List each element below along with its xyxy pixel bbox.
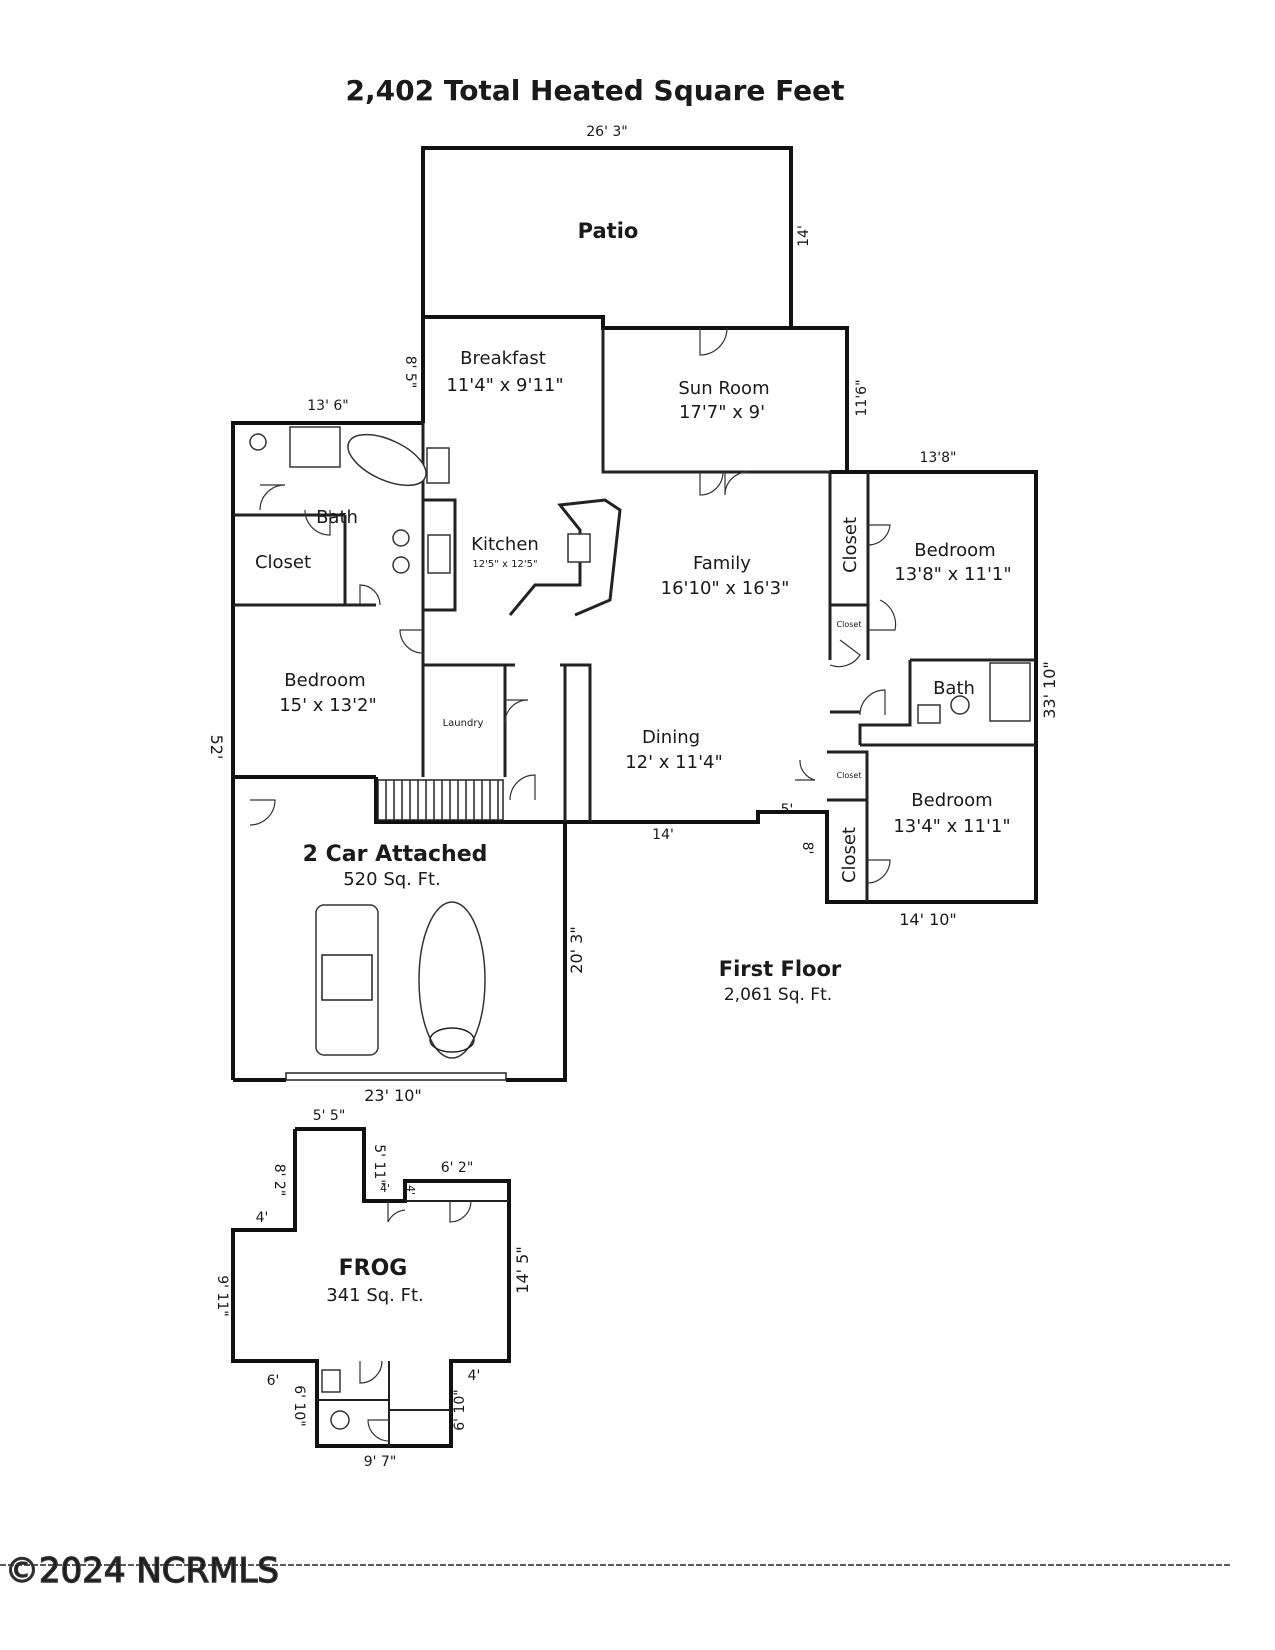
dim-jog-depth: 8' [799, 842, 815, 855]
garage-door [285, 1072, 507, 1081]
dim-breakfast-side: 8' 5" [402, 356, 418, 389]
closet-ne-label: Closet [840, 517, 861, 573]
kitchen-sink [567, 533, 591, 563]
shower [289, 426, 341, 468]
kitchen-size: 12'5" x 12'5" [472, 559, 537, 570]
dim-jog-width: 5' [781, 802, 794, 818]
car-left-icon [315, 904, 379, 1056]
dim-frog-top: 5' 5" [313, 1108, 346, 1124]
closet-se-label: Closet [839, 827, 860, 883]
frog-label: FROG [339, 1256, 408, 1281]
sink-master-2 [392, 556, 410, 574]
dim-frog-step-1: 8' 2" [271, 1164, 287, 1197]
sunroom-label: Sun Room [678, 378, 769, 399]
toilet-master [249, 433, 267, 451]
dim-sunroom-side: 11'6" [854, 379, 870, 416]
dim-bath-width: 13' 6" [307, 398, 348, 414]
dim-frog-right: 14' 5" [513, 1246, 532, 1293]
first-floor-label: First Floor [719, 957, 842, 981]
dim-frog-left-step: 4' [256, 1210, 269, 1226]
dim-frog-bottom-left: 6' [267, 1373, 280, 1389]
fixtures [249, 426, 1031, 724]
dim-garage-width: 23' 10" [364, 1086, 422, 1105]
toilet-hall [950, 695, 970, 715]
watermark: ©2024 NCRMLS [5, 1551, 279, 1591]
dim-patio-width: 26' 3" [586, 124, 627, 140]
toilet-frog [330, 1410, 350, 1430]
dim-frog-bottom: 9' 7" [364, 1454, 397, 1470]
bedroom-se-size: 13'4" x 11'1" [893, 816, 1010, 837]
dim-frog-step-3: 4' [380, 1182, 390, 1195]
frog-size: 341 Sq. Ft. [326, 1285, 424, 1306]
frog: FROG 341 Sq. Ft. 5' 5" 8' 2" 5' 11" 4' 4… [214, 1108, 532, 1470]
dining-size: 12' x 11'4" [625, 752, 723, 773]
bedroom-se-label: Bedroom [911, 790, 992, 811]
sunroom-size: 17'7" x 9' [679, 402, 765, 423]
dim-east-depth: 33' 10" [1040, 661, 1059, 719]
dim-bedroom-ne-width: 13'8" [919, 450, 956, 466]
door-swings [249, 327, 897, 884]
breakfast-label: Breakfast [460, 348, 546, 369]
closet-small-1-label: Closet [837, 620, 862, 629]
bedroom-ne-label: Bedroom [914, 540, 995, 561]
hall-tub [989, 662, 1031, 722]
kitchen-label: Kitchen [471, 534, 539, 555]
stove [427, 534, 451, 574]
interior-walls [233, 423, 1036, 902]
dim-frog-left: 9' 11" [214, 1275, 230, 1316]
patio: Patio 26' 3" 14' [421, 124, 812, 327]
dim-frog-bath-right: 6' 10" [452, 1389, 468, 1430]
bathtub [347, 433, 427, 487]
bedroom-w-size: 15' x 13'2" [279, 695, 377, 716]
plan-title: 2,402 Total Heated Square Feet [346, 74, 845, 107]
dim-patio-depth: 14' [796, 225, 812, 247]
family-size: 16'10" x 16'3" [661, 578, 790, 599]
dim-frog-step-4: 4' [404, 1185, 417, 1195]
house-walls [231, 315, 1038, 1082]
bedroom-ne-size: 13'8" x 11'1" [894, 564, 1011, 585]
car-right-icon [418, 901, 486, 1059]
bath-hall-label: Bath [933, 678, 975, 699]
sink-master-1 [392, 529, 410, 547]
bedroom-w-label: Bedroom [284, 670, 365, 691]
garage-label: 2 Car Attached [303, 842, 488, 867]
dim-dining-width: 14' [652, 827, 674, 843]
sink-frog [321, 1369, 341, 1393]
bath-master-label: Bath [316, 507, 358, 528]
cars [315, 901, 486, 1059]
stairs [377, 779, 504, 821]
dining-label: Dining [642, 727, 700, 748]
dim-frog-bath-left: 6' 10" [291, 1385, 307, 1426]
dim-frog-bottom-right: 4' [468, 1368, 481, 1384]
closet-master-label: Closet [255, 552, 311, 573]
breakfast-size: 11'4" x 9'11" [446, 375, 563, 396]
dim-west-depth: 52' [207, 735, 226, 760]
patio-label: Patio [578, 219, 639, 243]
dimensions: 8' 5" 13' 6" 11'6" 13'8" 33' 10" 52' 5' … [207, 356, 1059, 1105]
laundry-label: Laundry [443, 718, 484, 729]
dim-bedroom-se-width: 14' 10" [899, 910, 957, 929]
fridge [426, 447, 450, 484]
room-labels: Breakfast 11'4" x 9'11" Sun Room 17'7" x… [255, 348, 1012, 890]
garage-size: 520 Sq. Ft. [343, 869, 441, 890]
hall-sink [917, 704, 941, 724]
first-floor-size: 2,061 Sq. Ft. [724, 985, 832, 1005]
dim-frog-right-top: 6' 2" [441, 1160, 474, 1176]
closet-small-2-label: Closet [837, 771, 862, 780]
family-label: Family [693, 553, 751, 574]
dim-garage-depth: 20' 3" [567, 926, 586, 973]
dim-frog-step-2: 5' 11" [371, 1144, 387, 1185]
